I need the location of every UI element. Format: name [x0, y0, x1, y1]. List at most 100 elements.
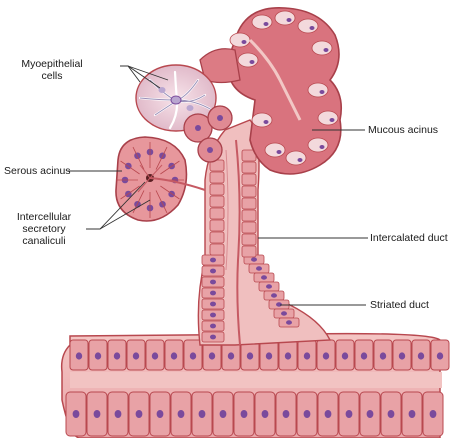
duct-cell — [210, 184, 224, 195]
duct-cell — [210, 232, 224, 243]
nucleus — [114, 352, 120, 359]
nucleus — [271, 293, 277, 297]
nucleus — [220, 410, 227, 418]
nucleus — [277, 150, 282, 154]
label-mucous-acinus: Mucous acinus — [368, 124, 438, 136]
mucous-cell — [308, 138, 328, 152]
nucleus — [437, 352, 443, 359]
nucleus — [281, 311, 287, 315]
mucous-cell — [238, 53, 258, 67]
duct-cell — [242, 186, 256, 197]
nucleus — [261, 275, 267, 279]
nucleus — [210, 280, 216, 285]
nucleus — [210, 302, 216, 307]
label-intercellular-canaliculi: Intercellular secretory canaliculi — [4, 211, 84, 247]
nucleus — [324, 48, 329, 52]
nucleus — [320, 145, 325, 149]
duct-cell — [242, 222, 256, 233]
duct-cell — [242, 210, 256, 221]
serous-acinus — [116, 137, 205, 221]
nucleus — [73, 410, 80, 418]
nucleus — [304, 352, 310, 359]
label-myoepithelial-line1: Myoepithelial — [8, 58, 96, 70]
mucous-cell — [298, 19, 318, 33]
nucleus — [264, 22, 269, 26]
nucleus — [95, 352, 101, 359]
nucleus — [157, 410, 164, 418]
label-myoepithelial-cells: Myoepithelial cells — [8, 58, 96, 82]
nucleus — [323, 352, 329, 359]
nucleus — [171, 352, 177, 359]
duct-cell — [242, 234, 256, 245]
nucleus — [310, 26, 315, 30]
duct-cell — [210, 172, 224, 183]
nucleus — [133, 352, 139, 359]
label-myoepithelial-line2: cells — [8, 70, 96, 82]
nucleus — [276, 302, 282, 306]
nucleus — [361, 352, 367, 359]
nucleus — [250, 60, 255, 64]
duct-cell — [210, 208, 224, 219]
nucleus — [266, 284, 272, 288]
nucleus — [241, 410, 248, 418]
nucleus — [286, 320, 292, 324]
duct-cell — [210, 220, 224, 231]
nucleus — [262, 410, 269, 418]
nucleus — [388, 410, 395, 418]
nucleus — [283, 410, 290, 418]
nucleus — [325, 410, 332, 418]
nucleus — [320, 90, 325, 94]
nucleus — [209, 352, 215, 359]
mucous-cell — [252, 113, 272, 127]
nucleus — [251, 257, 257, 261]
nucleus — [342, 352, 348, 359]
duct-cell — [242, 174, 256, 185]
nucleus — [409, 410, 416, 418]
nucleus — [199, 410, 206, 418]
mucous-cell — [265, 143, 285, 157]
mucous-cell — [318, 111, 338, 125]
nucleus — [247, 352, 253, 359]
label-serous-acinus: Serous acinus — [4, 165, 71, 177]
nucleus — [430, 410, 437, 418]
nucleus — [210, 313, 216, 318]
nucleus — [210, 335, 216, 340]
nucleus — [256, 266, 262, 270]
nucleus — [298, 158, 303, 162]
nucleus — [190, 352, 196, 359]
mucous-cell — [286, 151, 306, 165]
nucleus — [287, 18, 292, 22]
nucleus — [266, 352, 272, 359]
mucous-cell — [275, 11, 295, 25]
nucleus — [115, 410, 122, 418]
nucleus — [330, 118, 335, 122]
label-canaliculi-line2: secretory — [4, 223, 84, 235]
excretory-duct-epithelium — [62, 334, 449, 438]
nucleus — [304, 410, 311, 418]
mucous-cell — [252, 15, 272, 29]
label-canaliculi-line1: Intercellular — [4, 211, 84, 223]
epithelial-cell-row-lower — [66, 392, 443, 436]
nucleus — [418, 352, 424, 359]
mucous-cell — [312, 41, 332, 55]
nucleus — [228, 352, 234, 359]
nucleus — [210, 291, 216, 296]
nucleus — [94, 410, 101, 418]
duct-cell — [210, 244, 224, 255]
mucous-cell — [308, 83, 328, 97]
duct-cell — [242, 198, 256, 209]
nucleus — [210, 324, 216, 329]
mucous-cell — [230, 33, 250, 47]
nucleus — [76, 352, 82, 359]
nucleus — [399, 352, 405, 359]
nucleus — [380, 352, 386, 359]
nucleus — [152, 352, 158, 359]
nucleus — [178, 410, 185, 418]
nucleus — [346, 410, 353, 418]
nucleus — [242, 40, 247, 44]
label-intercalated-duct: Intercalated duct — [370, 232, 448, 244]
nucleus — [285, 352, 291, 359]
label-canaliculi-line3: canaliculi — [4, 235, 84, 247]
epithelial-cell-row-upper — [70, 340, 449, 370]
